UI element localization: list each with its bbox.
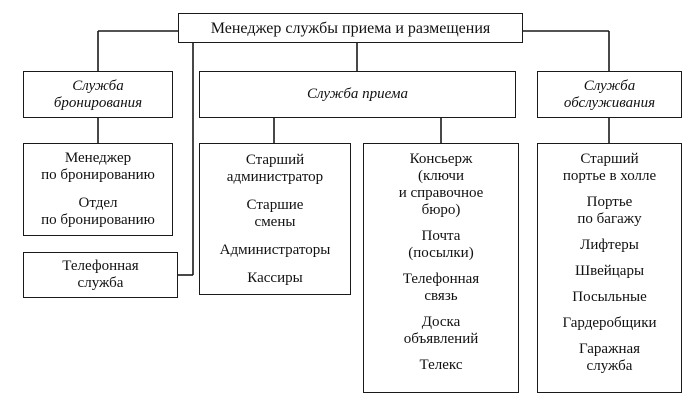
booking-staff-line: Менеджер: [64, 150, 132, 166]
concierge-line: и справочное: [398, 185, 484, 201]
service-staff-line: по багажу: [577, 211, 642, 227]
reception-staff-line: смены: [254, 214, 296, 230]
reception-staff-line: Кассиры: [247, 270, 303, 286]
booking-staff-line: по бронированию: [41, 212, 155, 228]
dept-booking-box: Служба бронирования: [23, 71, 173, 118]
dept-service-line: Служба: [583, 77, 636, 94]
phone-service-line: служба: [77, 275, 124, 291]
service-staff-line: Посыльные: [572, 289, 647, 305]
dept-booking-line: бронирования: [53, 94, 143, 111]
concierge-line: (ключи: [418, 168, 464, 184]
dept-booking-line: Служба: [72, 77, 124, 94]
dept-reception-line: Служба приема: [306, 86, 409, 102]
booking-staff-line: по бронированию: [41, 167, 155, 183]
concierge-line: Консьерж: [409, 151, 473, 167]
service-staff-line: Портье: [586, 194, 633, 210]
dept-service-line: обслуживания: [563, 94, 656, 111]
service-staff-line: Старший: [580, 151, 639, 167]
phone-service-box: Телефонная служба: [23, 252, 178, 298]
concierge-line: бюро): [421, 202, 461, 218]
reception-staff-line: Старшие: [246, 197, 304, 213]
concierge-line: Почта: [421, 228, 461, 244]
service-staff-line: портье в холле: [562, 168, 657, 184]
service-staff-line: служба: [586, 358, 633, 374]
service-staff-line: Лифтеры: [580, 237, 639, 253]
reception-staff-line: Старший: [245, 152, 305, 168]
concierge-line: (посылки): [408, 245, 474, 261]
booking-staff-line: Отдел: [78, 195, 118, 211]
concierge-line: связь: [424, 288, 458, 304]
reception-staff-line: Администраторы: [219, 242, 331, 258]
reception-staff-box: Старший администратор Старшие смены Адми…: [199, 143, 351, 295]
concierge-line: Телекс: [419, 357, 463, 373]
service-staff-box: Старший портье в холле Портье по багажу …: [537, 143, 682, 393]
service-staff-line: Гардеробщики: [562, 315, 657, 331]
reception-staff-line: администратор: [226, 169, 324, 185]
booking-staff-box: Менеджер по бронированию Отдел по бронир…: [23, 143, 173, 236]
dept-service-box: Служба обслуживания: [537, 71, 682, 118]
phone-service-line: Телефонная: [62, 258, 139, 274]
dept-reception-box: Служба приема: [199, 71, 516, 118]
service-staff-line: Швейцары: [574, 263, 645, 279]
top-manager-label: Менеджер службы приема и размещения: [210, 19, 491, 37]
service-staff-line: Гаражная: [578, 341, 641, 357]
concierge-line: Телефонная: [402, 271, 480, 287]
concierge-box: Консьерж (ключи и справочное бюро) Почта…: [363, 143, 519, 393]
concierge-line: Доска: [421, 314, 461, 330]
top-manager-box: Менеджер службы приема и размещения: [178, 13, 523, 43]
concierge-line: объявлений: [403, 331, 479, 347]
